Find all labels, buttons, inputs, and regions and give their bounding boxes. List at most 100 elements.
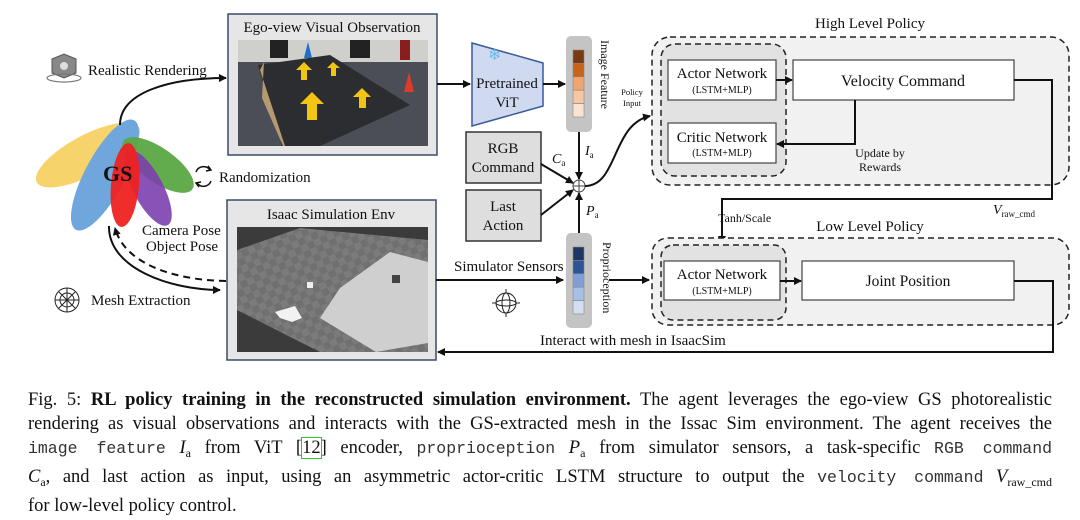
proprioception-cells [572, 246, 585, 315]
caption-line: image feature Ia from ViT [12] encoder, … [28, 436, 1052, 465]
v-subscript: raw_cmd [1002, 209, 1036, 219]
caption-text: for low-level policy control. [28, 496, 237, 516]
ego-view-panel: Ego-view Visual Observation [227, 13, 438, 156]
tanh-scale-label: Tanh/Scale [718, 211, 771, 225]
isaac-sim-image [237, 227, 428, 352]
image-feature-cell [572, 63, 585, 78]
simulator-sensors-label: Simulator Sensors [454, 259, 564, 275]
caption-text: I [179, 438, 186, 458]
image-feature-cell [572, 76, 585, 91]
p-symbol: P [585, 204, 595, 219]
image-feature-cell [572, 89, 585, 104]
proprioception-cell [572, 286, 585, 301]
concat-plus-icon [572, 179, 586, 193]
caption-text: , and last action as input, using an asy… [45, 467, 818, 487]
randomization-label: Randomization [219, 170, 311, 186]
image-feature-label: Image Feature [598, 40, 612, 109]
policy-input-line2: Input [623, 98, 642, 108]
mesh-arrow [107, 225, 221, 294]
caption-text: P [568, 438, 581, 458]
high-actor-network-box [667, 59, 777, 101]
caption-text: raw_cmd [1007, 475, 1052, 489]
mesh-icon [54, 287, 80, 313]
gyroscope-icon [492, 289, 520, 317]
proprioception-cell [572, 273, 585, 288]
caption-text: C [28, 467, 41, 487]
ego-view-title: Ego-view Visual Observation [243, 20, 421, 36]
last-action-line2: Action [483, 218, 524, 234]
high-actor-label: Actor Network [677, 66, 768, 82]
caption-text: from ViT [ [190, 438, 303, 458]
caption-line: for low-level policy control. [28, 494, 1052, 518]
low-actor-sub: (LSTM+MLP) [692, 286, 752, 297]
diagram: GS Realistic Rendering Randomization Cam… [35, 13, 1070, 361]
proprioception-cell [572, 300, 585, 315]
policy-input-arrow [584, 113, 651, 187]
ego-view-image [238, 40, 428, 146]
randomization-icon [194, 165, 213, 188]
rgb-to-concat-arrow [540, 163, 574, 184]
caption-text: ] encoder, [320, 438, 417, 458]
low-level-title: Low Level Policy [816, 219, 924, 235]
gs-label: GS [103, 161, 132, 186]
joint-position-label: Joint Position [866, 273, 951, 290]
figure-caption: Fig. 5: RL policy training in the recons… [28, 388, 1052, 518]
robot-icon [275, 306, 302, 322]
proprioception-label: Proprioception [600, 242, 614, 313]
caption-text: a [580, 446, 586, 460]
joint-position-box [801, 260, 1015, 301]
caption-text: a [40, 475, 46, 489]
p-subscript: a [595, 210, 599, 220]
v-symbol: V [993, 203, 1003, 218]
image-feature-cells [572, 49, 585, 118]
caption-text: velocity command [817, 468, 984, 487]
isaac-sim-title: Isaac Simulation Env [267, 207, 396, 223]
rgb-command-line2: Command [472, 160, 535, 176]
caption-text [555, 438, 569, 458]
gs-logo: GS [35, 119, 194, 231]
i-a-symbol: Ia [584, 144, 594, 160]
caption-text [166, 438, 180, 458]
gs-ellipse-green [122, 137, 194, 193]
caption-text: Fig. 5: [28, 390, 91, 410]
velocity-command-box [792, 59, 1015, 101]
velocity-command-label: Velocity Command [841, 73, 965, 90]
caption-text: V [996, 467, 1008, 487]
high-level-title: High Level Policy [815, 16, 925, 32]
reward-update-arrow [776, 100, 856, 148]
p-a-symbol: Pa [585, 204, 599, 220]
caption-text: proprioception [416, 439, 556, 458]
update-by-label: Update by [855, 146, 905, 160]
gs-ellipse-red [110, 143, 140, 227]
critic-label: Critic Network [677, 130, 768, 146]
caption-text: RGB command [934, 439, 1053, 458]
caption-text: RL policy training in the reconstructed … [90, 390, 631, 410]
citation-link[interactable]: 12 [301, 437, 322, 459]
camera-pose-label: Camera Pose [142, 223, 221, 239]
rgb-command-box [465, 131, 542, 184]
caption-text: a [185, 446, 191, 460]
v-raw-cmd-symbol: Vraw_cmd [993, 203, 1036, 219]
mesh-extraction-label: Mesh Extraction [91, 293, 191, 309]
realistic-rendering-label: Realistic Rendering [88, 63, 207, 79]
render-arrow [119, 74, 227, 126]
policy-input-line1: Policy [621, 87, 643, 97]
i-subscript: a [590, 150, 594, 160]
caption-text: rendering as visual observations and int… [28, 414, 1052, 434]
image-feature-cell [572, 49, 585, 64]
caption-text [983, 467, 996, 487]
i-symbol: I [584, 144, 591, 159]
isaac-sim-panel: Isaac Simulation Env [226, 199, 437, 361]
velocity-to-low-arrow [718, 79, 1053, 244]
last-action-line1: Last [490, 199, 517, 215]
caption-line: rendering as visual observations and int… [28, 412, 1052, 436]
joint-to-sim-arrow [437, 280, 1054, 356]
last-action-box [465, 189, 542, 242]
render-cube-icon [46, 53, 82, 83]
proprioception-cell [572, 246, 585, 261]
rewards-label: Rewards [859, 160, 901, 174]
caption-text: The agent leverages the ego-view GS phot… [630, 390, 1052, 410]
image-feature-cell [572, 103, 585, 118]
c-a-symbol: Ca [552, 152, 565, 168]
